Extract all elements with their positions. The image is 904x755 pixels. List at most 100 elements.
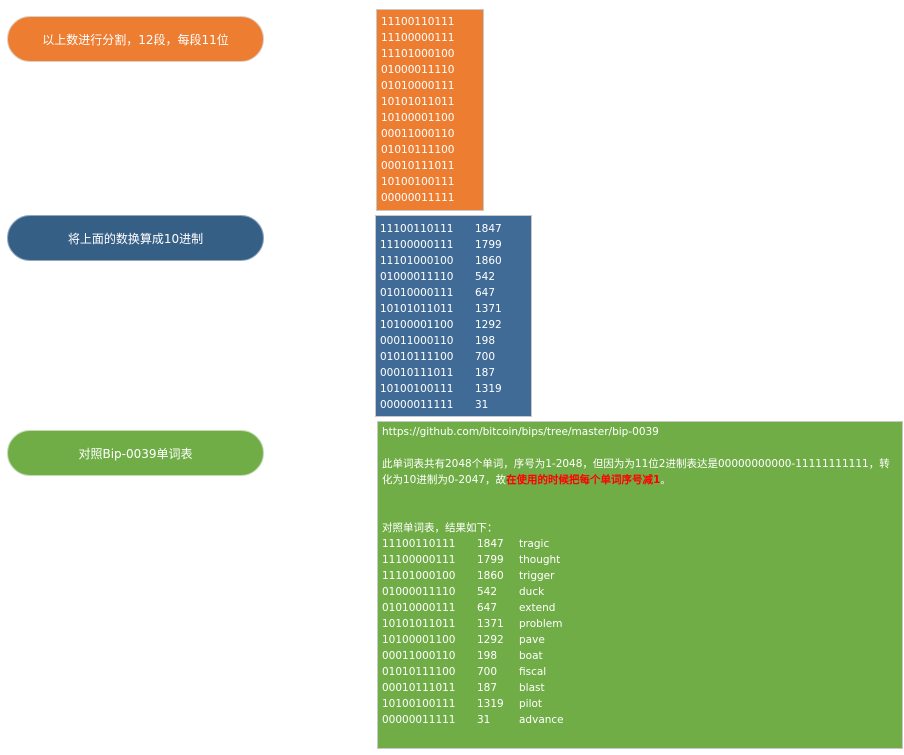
binary-value: 01010000111 bbox=[380, 287, 454, 299]
decimal-value: 1860 bbox=[475, 255, 502, 267]
binary-value: 10100001100 bbox=[380, 319, 454, 331]
result-row: 11101000100 1860 trigger bbox=[382, 568, 898, 584]
note-emphasis: 在使用的时候把每个单词序号减1 bbox=[506, 474, 661, 486]
binary-value: 00000011111 bbox=[380, 399, 454, 411]
binary-segment: 00010111011 bbox=[381, 160, 455, 172]
decimal-value: 1371 bbox=[477, 618, 504, 630]
binary-segment: 00011000110 bbox=[381, 128, 455, 140]
mnemonic-word: thought bbox=[519, 554, 561, 566]
decimal-value: 187 bbox=[477, 682, 498, 694]
binary-value: 11100000111 bbox=[382, 554, 456, 566]
mnemonic-word: tragic bbox=[519, 538, 550, 550]
binary-value: 11100000111 bbox=[380, 239, 454, 251]
binary-segment: 01010000111 bbox=[381, 80, 455, 92]
decimal-value: 1847 bbox=[475, 223, 502, 235]
decimal-value: 1371 bbox=[475, 303, 502, 315]
decimal-value: 31 bbox=[475, 399, 489, 411]
binary-segment: 11100110111 bbox=[381, 16, 455, 28]
binary-segment: 01000011110 bbox=[381, 64, 455, 76]
step-convert-label: 将上面的数换算成10进制 bbox=[7, 215, 264, 261]
mnemonic-word: pilot bbox=[519, 698, 543, 710]
binary-segment: 11100000111 bbox=[381, 32, 455, 44]
result-row: 11100110111 1847 tragic bbox=[382, 536, 898, 552]
note-end: 。 bbox=[660, 474, 671, 486]
decimal-value: 1319 bbox=[477, 698, 504, 710]
decimal-value: 1847 bbox=[477, 538, 504, 550]
conversion-row: 00010111011 187 bbox=[380, 365, 531, 381]
note-text: 此单词表共有2048个单词，序号为1-2048，但因为为11位2进制表达是000… bbox=[382, 458, 890, 486]
conversion-row: 11101000100 1860 bbox=[380, 253, 531, 269]
step-convert-text: 将上面的数换算成10进制 bbox=[67, 231, 204, 246]
binary-segment: 01010111100 bbox=[381, 144, 455, 156]
binary-value: 01000011110 bbox=[380, 271, 454, 283]
mnemonic-word: problem bbox=[519, 618, 563, 630]
mnemonic-word: boat bbox=[519, 650, 543, 662]
binary-value: 00010111011 bbox=[380, 367, 454, 379]
binary-value: 10100100111 bbox=[380, 383, 454, 395]
result-row: 11100000111 1799 thought bbox=[382, 552, 898, 568]
conversion-row: 10100001100 1292 bbox=[380, 317, 531, 333]
step-lookup-text: 对照Bip-0039单词表 bbox=[78, 446, 193, 461]
binary-value: 00000011111 bbox=[382, 714, 456, 726]
binary-segment: 00000011111 bbox=[381, 192, 455, 204]
mnemonic-word: fiscal bbox=[519, 666, 547, 678]
wordlist-lookup-panel: https://github.com/bitcoin/bips/tree/mas… bbox=[377, 421, 903, 749]
step-split-label: 以上数进行分割，12段，每段11位 bbox=[7, 16, 264, 62]
decimal-value: 1799 bbox=[475, 239, 502, 251]
conversion-row: 01010111100 700 bbox=[380, 349, 531, 365]
decimal-value: 198 bbox=[477, 650, 498, 662]
result-row: 01000011110 542 duck bbox=[382, 584, 898, 600]
binary-segment: 11101000100 bbox=[381, 48, 455, 60]
spacer bbox=[382, 488, 898, 520]
binary-value: 01010111100 bbox=[380, 351, 454, 363]
binary-value: 01000011110 bbox=[382, 586, 456, 598]
conversion-row: 10101011011 1371 bbox=[380, 301, 531, 317]
binary-value: 01010000111 bbox=[382, 602, 456, 614]
binary-segments-panel: 11100110111 11100000111 11101000100 0100… bbox=[376, 9, 484, 211]
decimal-value: 187 bbox=[475, 367, 496, 379]
decimal-value: 1799 bbox=[477, 554, 504, 566]
binary-value: 11101000100 bbox=[380, 255, 454, 267]
decimal-value: 1860 bbox=[477, 570, 504, 582]
mnemonic-word: duck bbox=[519, 586, 545, 598]
decimal-value: 1319 bbox=[475, 383, 502, 395]
result-row: 00000011111 31 advance bbox=[382, 712, 898, 728]
decimal-value: 1292 bbox=[475, 319, 502, 331]
conversion-row: 10100100111 1319 bbox=[380, 381, 531, 397]
decimal-value: 31 bbox=[477, 714, 491, 726]
conversion-row: 11100000111 1799 bbox=[380, 237, 531, 253]
decimal-value: 542 bbox=[475, 271, 496, 283]
decimal-value: 647 bbox=[477, 602, 498, 614]
binary-segment: 10100100111 bbox=[381, 176, 455, 188]
binary-value: 11101000100 bbox=[382, 570, 456, 582]
mnemonic-word: pave bbox=[519, 634, 545, 646]
result-row: 00011000110 198 boat bbox=[382, 648, 898, 664]
result-heading: 对照单词表，结果如下： bbox=[382, 522, 498, 534]
conversion-row: 00000011111 31 bbox=[380, 397, 531, 413]
mnemonic-word: trigger bbox=[519, 570, 555, 582]
binary-value: 11100110111 bbox=[382, 538, 456, 550]
wordlist-note: 此单词表共有2048个单词，序号为1-2048，但因为为11位2进制表达是000… bbox=[382, 456, 897, 488]
binary-segment: 10101011011 bbox=[381, 96, 455, 108]
decimal-value: 1292 bbox=[477, 634, 504, 646]
binary-value: 00011000110 bbox=[382, 650, 456, 662]
mnemonic-word: advance bbox=[519, 714, 564, 726]
decimal-value: 700 bbox=[475, 351, 496, 363]
decimal-value: 542 bbox=[477, 586, 498, 598]
step-split-text: 以上数进行分割，12段，每段11位 bbox=[42, 32, 229, 47]
binary-value: 00011000110 bbox=[380, 335, 454, 347]
decimal-value: 700 bbox=[477, 666, 498, 678]
wordlist-url: https://github.com/bitcoin/bips/tree/mas… bbox=[382, 426, 659, 438]
binary-value: 10101011011 bbox=[380, 303, 454, 315]
binary-value: 00010111011 bbox=[382, 682, 456, 694]
